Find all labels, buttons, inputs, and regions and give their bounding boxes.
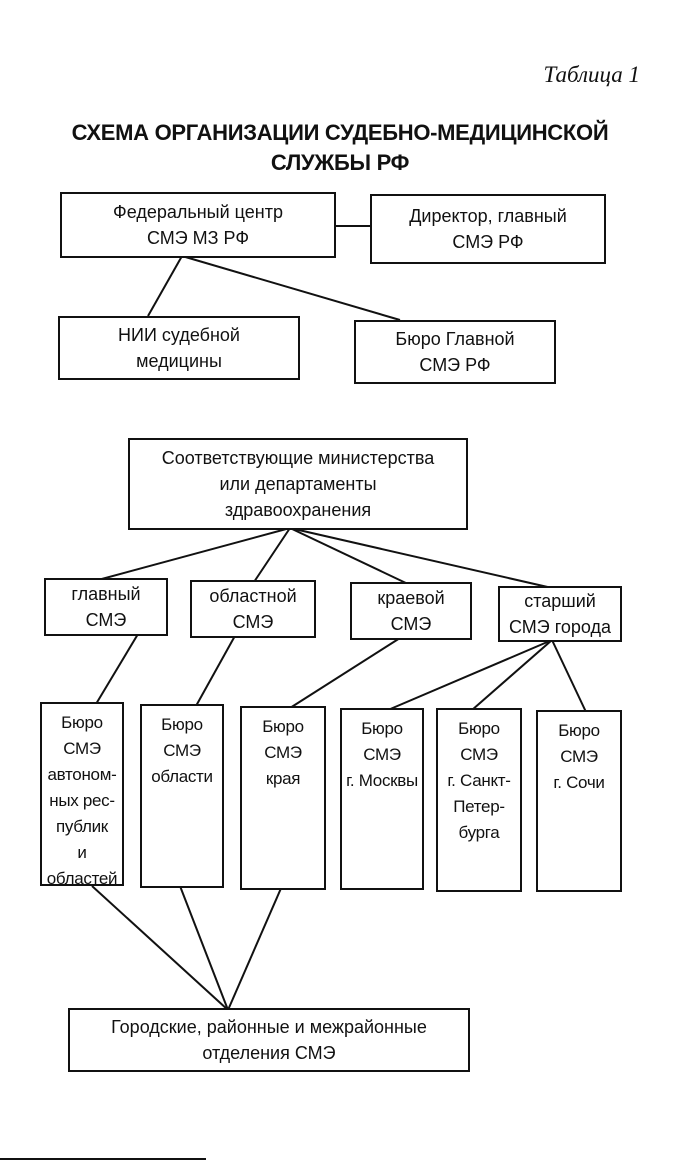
connector-center-bureau	[181, 255, 401, 321]
director-label: Директор, главный СМЭ РФ	[409, 206, 567, 252]
connector-bureau1-departments	[91, 885, 229, 1011]
connector-city-spb	[471, 639, 553, 711]
connector-city-moscow	[387, 639, 553, 711]
bureau-spb-box: Бюро СМЭ г. Санкт- Петер- бурга	[436, 708, 522, 892]
ministries-box: Соответствующие министерства или департа…	[128, 438, 468, 530]
connector-bureau3-departments	[227, 885, 283, 1011]
departments-label: Городские, районные и межрайонные отделе…	[111, 1017, 427, 1063]
bureau-oblast-box: Бюро СМЭ области	[140, 704, 224, 888]
connector-city-sochi	[551, 639, 587, 713]
federal-center-label: Федеральный центр СМЭ МЗ РФ	[113, 202, 283, 248]
bureau-krai-box: Бюро СМЭ края	[240, 706, 326, 890]
connector-ministries-city	[289, 527, 553, 589]
connector-oblast-bureau	[195, 633, 237, 707]
bureau-moscow-label: Бюро СМЭ г. Москвы	[346, 719, 418, 790]
connector-ministries-krai	[289, 527, 409, 585]
bureau-republics-label: Бюро СМЭ автоном- ных рес- публик и обла…	[46, 713, 118, 888]
chief-expert-label: главный СМЭ	[71, 584, 141, 630]
connector-ministries-chief	[97, 527, 291, 581]
director-box: Директор, главный СМЭ РФ	[370, 194, 606, 264]
connector-krai-bureau	[289, 637, 401, 709]
bureau-moscow-box: Бюро СМЭ г. Москвы	[340, 708, 424, 890]
diagram-title: СХЕМА ОРГАНИЗАЦИИ СУДЕБНО-МЕДИЦИНСКОЙ СЛ…	[20, 118, 660, 178]
oblast-expert-label: областной СМЭ	[209, 586, 297, 632]
federal-center-box: Федеральный центр СМЭ МЗ РФ	[60, 192, 336, 258]
connector-bureau2-departments	[179, 885, 229, 1011]
bureau-republics-box: Бюро СМЭ автоном- ных рес- публик и обла…	[40, 702, 124, 888]
krai-expert-box: краевой СМЭ	[350, 582, 472, 640]
institute-label: НИИ судебной медицины	[118, 325, 240, 371]
connector-chief-bureau	[95, 633, 139, 705]
krai-expert-label: краевой СМЭ	[377, 588, 445, 634]
chief-expert-box: главный СМЭ	[44, 578, 168, 636]
ministries-label: Соответствующие министерства или департа…	[161, 448, 435, 520]
city-expert-label: старший СМЭ города	[508, 591, 612, 637]
connector-ministries-oblast	[253, 527, 291, 583]
bureau-sochi-box: Бюро СМЭ г. Сочи	[536, 710, 622, 892]
bureau-spb-label: Бюро СМЭ г. Санкт- Петер- бурга	[447, 719, 511, 842]
bureau-krai-label: Бюро СМЭ края	[262, 717, 304, 788]
departments-box: Городские, районные и межрайонные отделе…	[68, 1008, 470, 1072]
connector-center-institute	[147, 255, 183, 317]
footnote-rule	[0, 1158, 206, 1160]
oblast-expert-box: областной СМЭ	[190, 580, 316, 638]
bureau-oblast-label: Бюро СМЭ области	[151, 715, 213, 786]
title-line-2: СЛУЖБЫ РФ	[270, 150, 410, 175]
main-bureau-label: Бюро Главной СМЭ РФ	[395, 329, 515, 375]
table-label: Таблица 1	[543, 62, 640, 87]
bureau-sochi-label: Бюро СМЭ г. Сочи	[553, 721, 605, 792]
city-expert-box: старший СМЭ города	[498, 586, 622, 642]
main-bureau-box: Бюро Главной СМЭ РФ	[354, 320, 556, 384]
title-line-1: СХЕМА ОРГАНИЗАЦИИ СУДЕБНО-МЕДИЦИНСКОЙ	[71, 120, 609, 145]
institute-box: НИИ судебной медицины	[58, 316, 300, 380]
